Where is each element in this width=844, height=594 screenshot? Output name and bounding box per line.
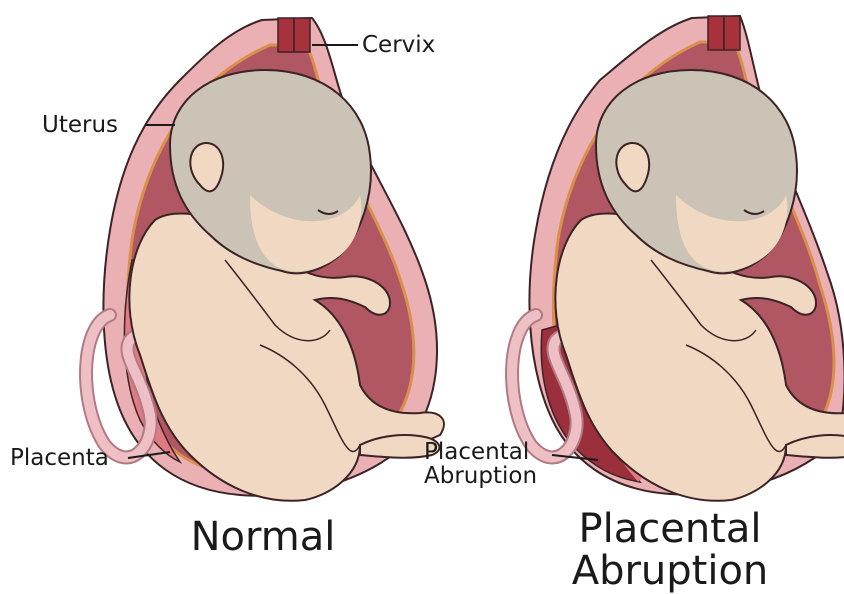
label-placenta: Placenta (10, 446, 109, 470)
label-abruption-line2: Abruption (424, 464, 537, 488)
caption-normal: Normal (188, 516, 338, 558)
label-uterus: Uterus (42, 113, 118, 137)
cervix (278, 18, 294, 52)
caption-placental-abruption: Placental Abruption (570, 508, 770, 592)
caption-abruption-line2: Abruption (570, 550, 770, 592)
label-abruption-line1: Placental (424, 440, 537, 464)
cervix (708, 16, 724, 50)
label-placental-abruption: Placental Abruption (424, 440, 537, 488)
normal-uterus (86, 18, 444, 501)
caption-abruption-line1: Placental (570, 508, 770, 550)
abruption-uterus (512, 16, 844, 501)
label-cervix: Cervix (362, 33, 435, 57)
